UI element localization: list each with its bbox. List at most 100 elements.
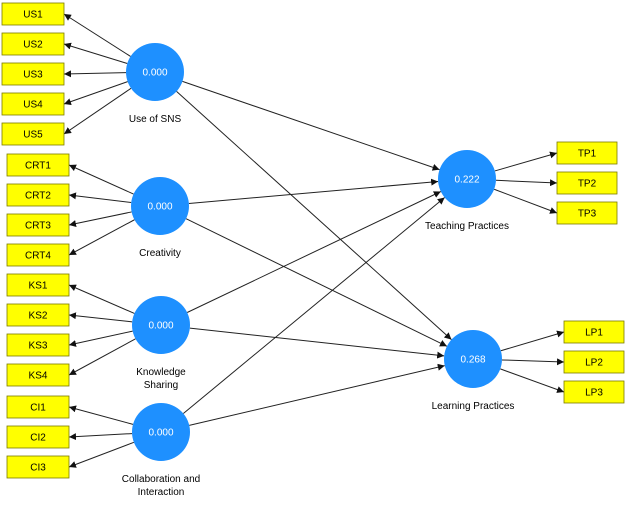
indicator-crt3[interactable]: CRT3: [6, 213, 70, 237]
indicator-box: [6, 183, 70, 207]
indicator-label: CRT4: [25, 251, 51, 262]
indicator-tp3[interactable]: TP3: [556, 201, 618, 225]
indicator-box: [563, 380, 625, 404]
indicator-crt4[interactable]: CRT4: [6, 243, 70, 267]
indicator-lp1[interactable]: LP1: [563, 320, 625, 344]
indicator-label: CI2: [30, 433, 46, 444]
indicator-label: CI1: [30, 403, 46, 414]
loading-arrow-us1: [63, 13, 131, 57]
indicator-crt2[interactable]: CRT2: [6, 183, 70, 207]
loading-arrow-ks4: [68, 338, 136, 376]
indicator-box: [6, 213, 70, 237]
construct-label: Creativity: [139, 248, 181, 259]
loading-arrow-crt3: [68, 211, 132, 227]
construct-circle: [126, 43, 184, 101]
loading-arrow-tp1: [494, 151, 558, 172]
r-squared-value: 0.268: [460, 355, 485, 366]
construct-circle: [438, 150, 496, 208]
indicator-tp2[interactable]: TP2: [556, 171, 618, 195]
construct-circle: [132, 403, 190, 461]
indicator-ks4[interactable]: KS4: [6, 363, 70, 387]
indicator-label: US3: [23, 70, 43, 81]
construct-label: Teaching Practices: [425, 221, 509, 232]
loading-arrow-us5: [63, 87, 132, 135]
loading-arrow-ci2: [68, 433, 133, 441]
indicator-label: CI3: [30, 463, 46, 474]
indicator-us2[interactable]: US2: [1, 32, 65, 56]
indicator-ks1[interactable]: KS1: [6, 273, 70, 297]
loading-arrow-ks2: [68, 312, 133, 323]
indicator-ks3[interactable]: KS3: [6, 333, 70, 357]
path-arrow-use-of-sns-to-teaching-practices: [182, 80, 440, 171]
indicator-box: [1, 2, 65, 26]
indicator-us5[interactable]: US5: [1, 122, 65, 146]
indicator-box: [1, 32, 65, 56]
loading-arrow-us4: [63, 81, 128, 105]
indicator-box: [1, 122, 65, 146]
indicator-ci3[interactable]: CI3: [6, 455, 70, 479]
indicator-box: [6, 455, 70, 479]
indicator-label: LP2: [585, 358, 603, 369]
indicator-label: KS1: [29, 281, 48, 292]
loading-arrow-ci3: [68, 441, 135, 468]
indicator-us1[interactable]: US1: [1, 2, 65, 26]
indicator-crt1[interactable]: CRT1: [6, 153, 70, 177]
path-arrow-collaboration-to-teaching-practices: [183, 197, 445, 414]
indicator-box: [556, 141, 618, 165]
indicator-box: [6, 363, 70, 387]
indicator-us3[interactable]: US3: [1, 62, 65, 86]
indicator-label: TP2: [578, 179, 597, 190]
construct-label: Collaboration and: [122, 474, 200, 485]
construct-label: Learning Practices: [432, 401, 515, 412]
r-squared-value: 0.000: [148, 428, 173, 439]
indicator-lp2[interactable]: LP2: [563, 350, 625, 374]
construct-circle: [132, 296, 190, 354]
indicator-box: [556, 171, 618, 195]
loading-arrow-ci1: [68, 405, 134, 425]
indicator-ci2[interactable]: CI2: [6, 425, 70, 449]
indicator-label: KS4: [29, 371, 48, 382]
indicator-label: US5: [23, 130, 43, 141]
indicator-ks2[interactable]: KS2: [6, 303, 70, 327]
loading-arrow-lp1: [500, 330, 565, 352]
loading-arrow-ks3: [68, 330, 133, 347]
indicator-box: [6, 243, 70, 267]
indicator-us4[interactable]: US4: [1, 92, 65, 116]
indicator-ci1[interactable]: CI1: [6, 395, 70, 419]
construct-label: Use of SNS: [129, 114, 182, 125]
indicator-label: US1: [23, 10, 43, 21]
indicator-label: KS3: [29, 341, 48, 352]
indicator-box: [1, 92, 65, 116]
construct-label: Interaction: [138, 487, 185, 498]
indicator-lp3[interactable]: LP3: [563, 380, 625, 404]
indicator-tp1[interactable]: TP1: [556, 141, 618, 165]
construct-circle: [131, 177, 189, 235]
indicator-box: [6, 395, 70, 419]
loading-arrow-us2: [63, 42, 128, 64]
loading-arrow-crt2: [68, 192, 132, 204]
path-arrow-creativity-to-teaching-practices: [188, 178, 439, 204]
r-squared-value: 0.000: [147, 202, 172, 213]
indicator-box: [6, 153, 70, 177]
path-arrow-collaboration-to-learning-practices: [189, 363, 445, 426]
indicator-label: CRT3: [25, 221, 51, 232]
loading-arrow-lp3: [500, 368, 565, 393]
path-arrow-use-of-sns-to-learning-practices: [176, 91, 452, 340]
r-squared-value: 0.000: [148, 321, 173, 332]
path-arrow-creativity-to-learning-practices: [185, 218, 448, 347]
indicator-label: LP3: [585, 388, 603, 399]
indicator-label: CRT2: [25, 191, 51, 202]
indicator-box: [6, 333, 70, 357]
indicator-label: US4: [23, 100, 43, 111]
loading-arrow-tp2: [495, 179, 558, 187]
r-squared-value: 0.000: [142, 68, 167, 79]
indicator-box: [6, 425, 70, 449]
loading-arrow-us3: [63, 70, 127, 78]
